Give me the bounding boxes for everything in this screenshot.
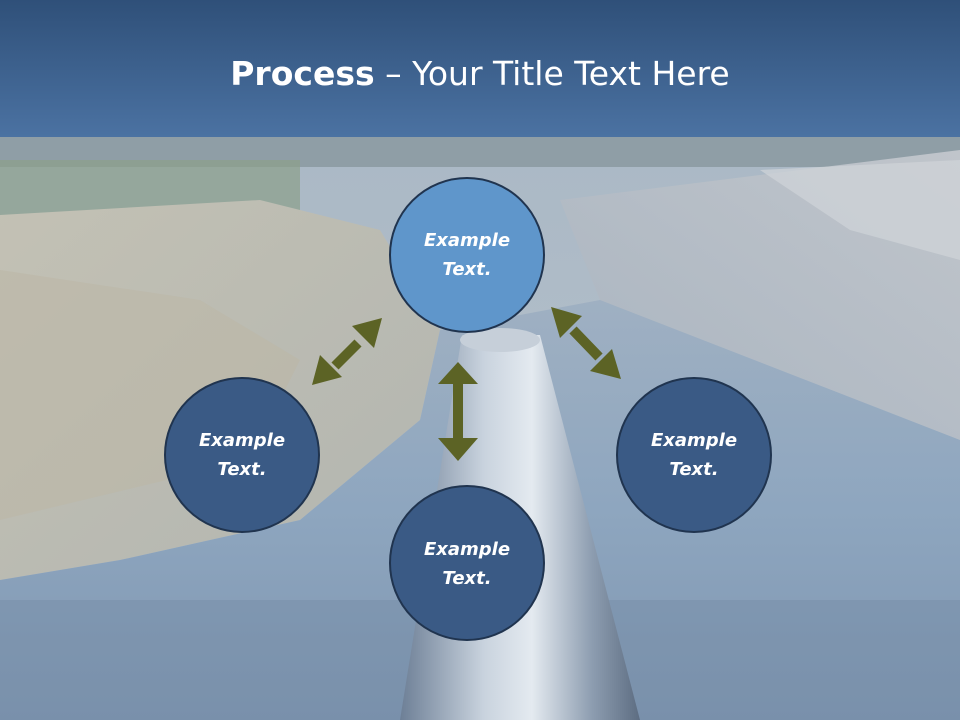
- arrow-center-to-right: [551, 307, 621, 379]
- node-bottom-line1: Example: [423, 539, 511, 560]
- title-dash: –: [374, 54, 413, 93]
- arrow-center-to-bottom: [438, 362, 478, 461]
- title-bar: Process – Your Title Text Here: [0, 0, 960, 137]
- node-left-label: Example Text.: [167, 426, 317, 484]
- slide-title: Process – Your Title Text Here: [0, 52, 960, 96]
- node-left[interactable]: [164, 377, 320, 533]
- node-right-label: Example Text.: [619, 426, 769, 484]
- title-rest: Your Title Text Here: [412, 54, 730, 93]
- node-bottom-line2: Text.: [442, 568, 492, 589]
- node-right-line2: Text.: [669, 459, 719, 480]
- node-center-label: Example Text.: [392, 226, 542, 284]
- node-left-line1: Example: [198, 430, 286, 451]
- arrow-center-to-left: [312, 318, 382, 385]
- node-center[interactable]: [389, 177, 545, 333]
- node-right-line1: Example: [650, 430, 738, 451]
- node-center-line2: Text.: [442, 259, 492, 280]
- node-left-line2: Text.: [217, 459, 267, 480]
- node-right[interactable]: [616, 377, 772, 533]
- title-bold: Process: [230, 54, 375, 93]
- node-center-line1: Example: [423, 230, 511, 251]
- node-bottom-label: Example Text.: [392, 535, 542, 593]
- node-bottom[interactable]: [389, 485, 545, 641]
